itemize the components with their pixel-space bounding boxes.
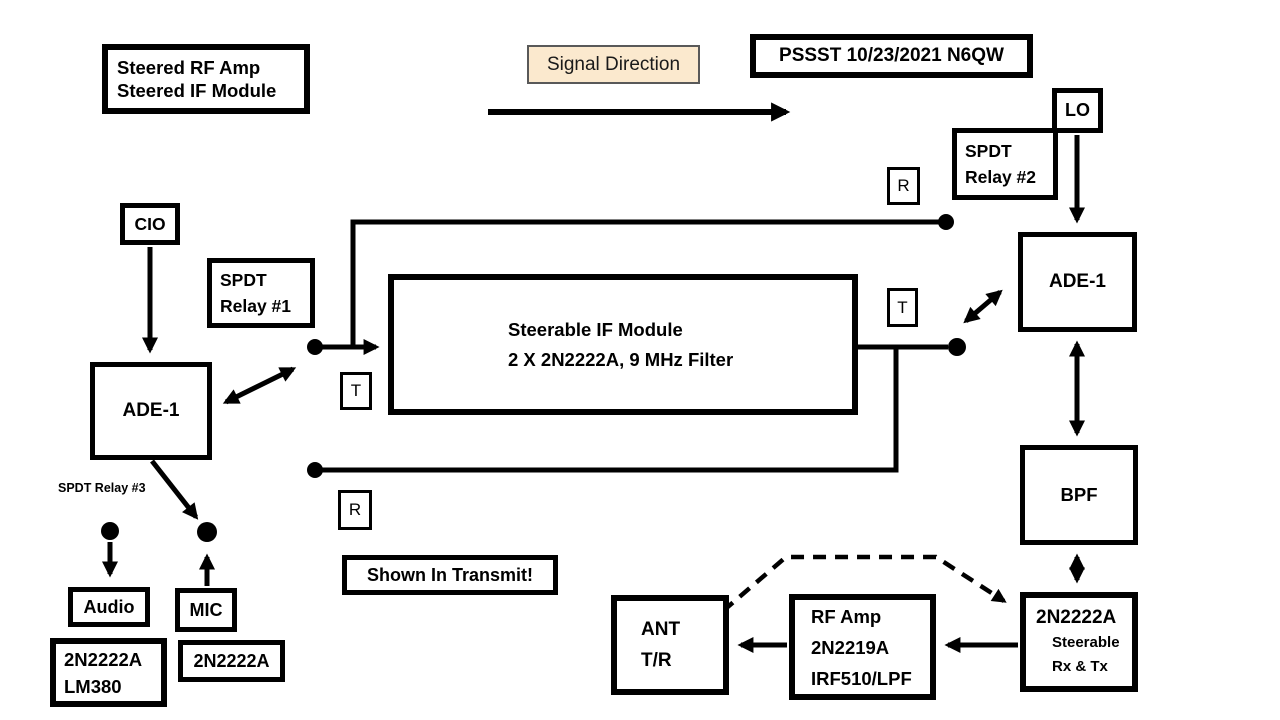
audio-amp-box: 2N2222A LM380 xyxy=(50,638,167,707)
transmit-note-box: Shown In Transmit! xyxy=(342,555,558,595)
ade1-left-relay1-arrow xyxy=(222,366,297,405)
ade1-relay3-arrow xyxy=(150,459,199,520)
r-label-top: R xyxy=(887,167,920,205)
tx-amp-line: 2N2222A xyxy=(1036,607,1117,628)
signal-direction-label: Signal Direction xyxy=(546,53,681,75)
signal-direction-badge: Signal Direction xyxy=(527,45,700,84)
r-bottom-label: R xyxy=(348,500,362,519)
transmit-note-label: Shown In Transmit! xyxy=(366,564,533,585)
mic-label: MIC xyxy=(189,599,223,620)
if-module-line: 2 X 2N2222A, 9 MHz Filter xyxy=(508,348,734,370)
tx-amp-box: 2N2222A Steerable Rx & Tx xyxy=(1020,592,1138,692)
receive-path-bottom-wire xyxy=(318,349,899,473)
date-stamp-label: PSSST 10/23/2021 N6QW xyxy=(779,45,1004,66)
rf-amp-line: 2N2219A xyxy=(811,636,890,658)
lo-label: LO xyxy=(1065,100,1090,120)
cio-label: CIO xyxy=(134,213,166,234)
bpf-label: BPF xyxy=(1060,484,1098,505)
t-label-output: T xyxy=(887,288,918,327)
relay1-r-contact-dot xyxy=(307,462,323,478)
relay3-mic-contact-dot xyxy=(197,522,217,542)
mic-box: MIC xyxy=(175,588,237,632)
mic-amp-label: 2N2222A xyxy=(193,650,270,671)
ade1-right-label: ADE-1 xyxy=(1048,271,1106,292)
spdt-relay-2-box: SPDT Relay #2 xyxy=(952,128,1058,200)
audio-box: Audio xyxy=(68,587,150,627)
tr-control-dashed-arrow xyxy=(721,554,1007,613)
mic-amp-box: 2N2222A xyxy=(178,640,285,682)
ant-box: ANT T/R xyxy=(611,595,729,695)
relay2-r-contact-dot xyxy=(938,214,954,230)
title-line: Steered IF Module xyxy=(117,80,277,101)
audio-label: Audio xyxy=(83,596,135,617)
ade1-right-box: ADE-1 xyxy=(1018,232,1137,332)
relay2-line: Relay #2 xyxy=(965,167,1037,187)
ade1-left-label: ADE-1 xyxy=(122,400,180,421)
title-line: Steered RF Amp xyxy=(117,56,261,78)
receive-path-top-wire xyxy=(350,219,940,347)
ant-line: ANT xyxy=(641,619,681,640)
relay3-audio-contact-dot xyxy=(101,522,119,540)
t-label-input: T xyxy=(340,372,372,410)
audio-amp-line: 2N2222A xyxy=(64,648,143,670)
if-module-box: Steerable IF Module 2 X 2N2222A, 9 MHz F… xyxy=(388,274,858,415)
ade1-left-box: ADE-1 xyxy=(90,362,212,460)
date-stamp-box: PSSST 10/23/2021 N6QW xyxy=(750,34,1033,78)
spdt-relay-1-box: SPDT Relay #1 xyxy=(207,258,315,328)
rf-amp-box: RF Amp 2N2219A IRF510/LPF xyxy=(789,594,936,700)
bpf-box: BPF xyxy=(1020,445,1138,545)
t-input-label: T xyxy=(350,381,362,400)
ant-line: T/R xyxy=(641,650,672,671)
cio-box: CIO xyxy=(120,203,180,245)
relay2-t-contact-dot xyxy=(948,338,966,356)
lo-box: LO xyxy=(1052,88,1103,133)
ade1-right-relay2-arrow xyxy=(963,289,1003,324)
rf-amp-line: IRF510/LPF xyxy=(811,667,912,689)
r-top-label: R xyxy=(897,176,910,195)
relay1-line: SPDT xyxy=(220,270,267,290)
spdt-relay-3-label: SPDT Relay #3 xyxy=(58,481,146,495)
title-box: Steered RF Amp Steered IF Module xyxy=(102,44,310,114)
rf-amp-line: RF Amp xyxy=(811,605,882,627)
relay1-t-contact-dot xyxy=(307,339,323,355)
t-output-label: T xyxy=(897,297,908,317)
if-module-line: Steerable IF Module xyxy=(508,319,683,340)
relay1-line: Relay #1 xyxy=(220,296,292,316)
tx-amp-line: Steerable xyxy=(1052,634,1120,651)
relay-contact-dots xyxy=(101,214,966,542)
tx-amp-line: Rx & Tx xyxy=(1052,658,1108,675)
relay2-line: SPDT xyxy=(965,141,1012,161)
r-label-bottom: R xyxy=(338,490,372,530)
audio-amp-line: LM380 xyxy=(64,675,122,697)
